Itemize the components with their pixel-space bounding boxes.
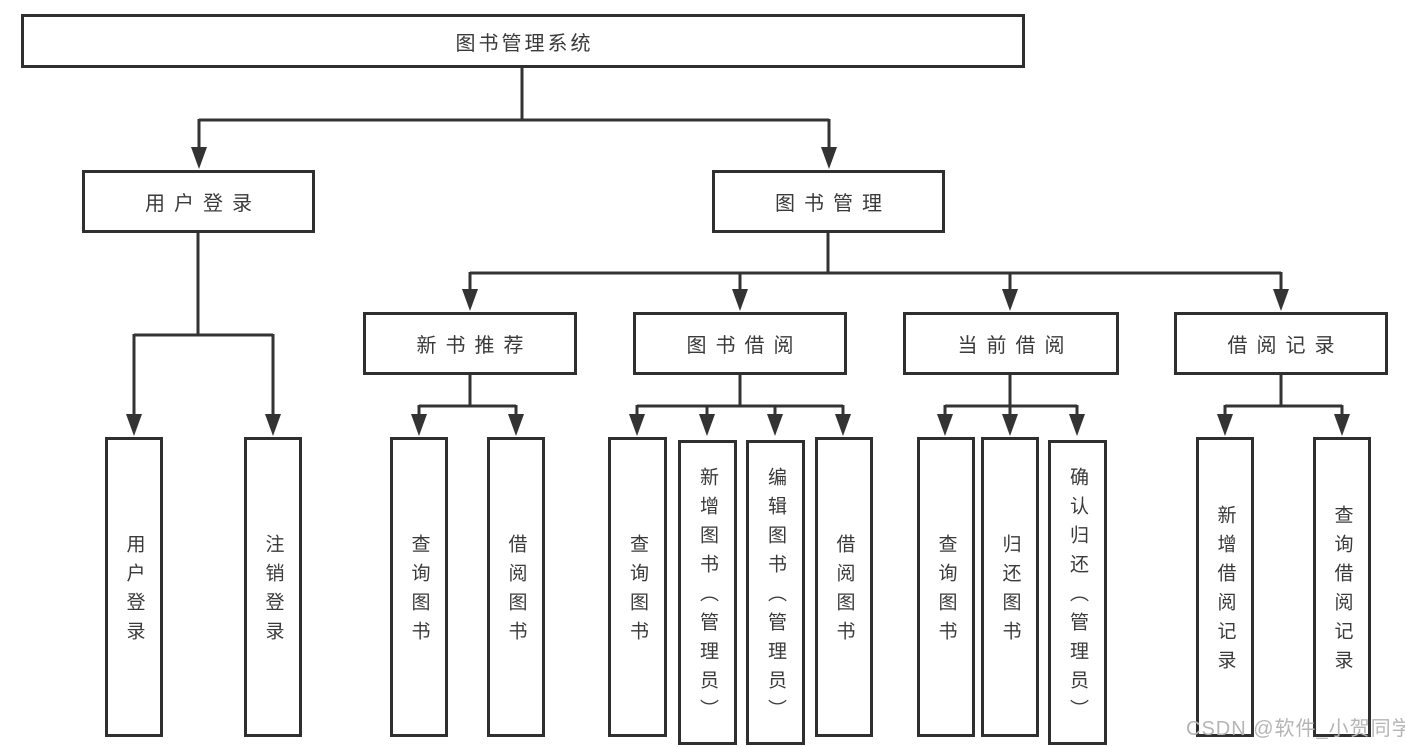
leaf-bb-borrow-books: 借阅图书 <box>815 437 873 737</box>
leaf-rec-borrow-books: 借阅图书 <box>487 437 545 737</box>
node-book-management-label: 图书管理 <box>775 193 891 215</box>
leaf-br-add-record-label: 新增借阅记录 <box>1214 505 1236 679</box>
leaf-cb-query-books-label: 查询图书 <box>935 534 957 650</box>
leaf-cb-return-books-label: 归还图书 <box>999 534 1021 650</box>
leaf-rec-query-books-label: 查询图书 <box>408 534 430 650</box>
leaf-br-add-record: 新增借阅记录 <box>1196 437 1254 737</box>
leaf-bb-add-books-admin: 新增图书（管理员） <box>678 440 737 745</box>
leaf-bb-add-books-admin-label: 新增图书（管理员） <box>697 467 718 728</box>
node-book-management: 图书管理 <box>712 170 945 233</box>
node-current-borrow: 当前借阅 <box>903 312 1119 375</box>
watermark-text: CSDN @软件_小贺同学 <box>1186 718 1405 740</box>
leaf-bb-edit-books-admin: 编辑图书（管理员） <box>746 440 805 745</box>
leaf-user-login: 用户登录 <box>105 437 163 737</box>
leaf-bb-borrow-books-label: 借阅图书 <box>833 534 855 650</box>
leaf-br-query-record: 查询借阅记录 <box>1313 437 1371 737</box>
leaf-cb-confirm-return-admin: 确认归还（管理员） <box>1048 440 1107 745</box>
node-user-login-label: 用户登录 <box>145 193 261 215</box>
leaf-user-login-label: 用户登录 <box>123 534 145 650</box>
node-current-borrow-label: 当前借阅 <box>957 335 1074 357</box>
leaf-bb-query-books-label: 查询图书 <box>627 534 648 650</box>
node-book-borrow: 图书借阅 <box>633 312 847 375</box>
leaf-cb-confirm-return-admin-label: 确认归还（管理员） <box>1067 467 1088 728</box>
leaf-rec-borrow-books-label: 借阅图书 <box>505 534 527 650</box>
node-borrow-records: 借阅记录 <box>1174 312 1388 375</box>
node-root: 图书管理系统 <box>21 14 1025 68</box>
leaf-cb-query-books: 查询图书 <box>917 437 975 737</box>
node-user-login: 用户登录 <box>82 170 315 233</box>
node-borrow-records-label: 借阅记录 <box>1227 335 1344 357</box>
leaf-cb-return-books: 归还图书 <box>981 437 1039 737</box>
leaf-logout: 注销登录 <box>244 437 302 737</box>
node-root-label: 图书管理系统 <box>455 32 594 55</box>
leaf-rec-query-books: 查询图书 <box>390 437 448 737</box>
node-new-book-recommend-label: 新书推荐 <box>416 335 533 357</box>
node-new-book-recommend: 新书推荐 <box>363 312 577 375</box>
arrowheads <box>126 147 1350 436</box>
leaf-bb-query-books: 查询图书 <box>608 437 667 737</box>
leaf-logout-label: 注销登录 <box>262 534 284 650</box>
leaf-bb-edit-books-admin-label: 编辑图书（管理员） <box>765 467 786 728</box>
node-book-borrow-label: 图书借阅 <box>686 335 803 357</box>
leaf-br-query-record-label: 查询借阅记录 <box>1331 505 1353 679</box>
